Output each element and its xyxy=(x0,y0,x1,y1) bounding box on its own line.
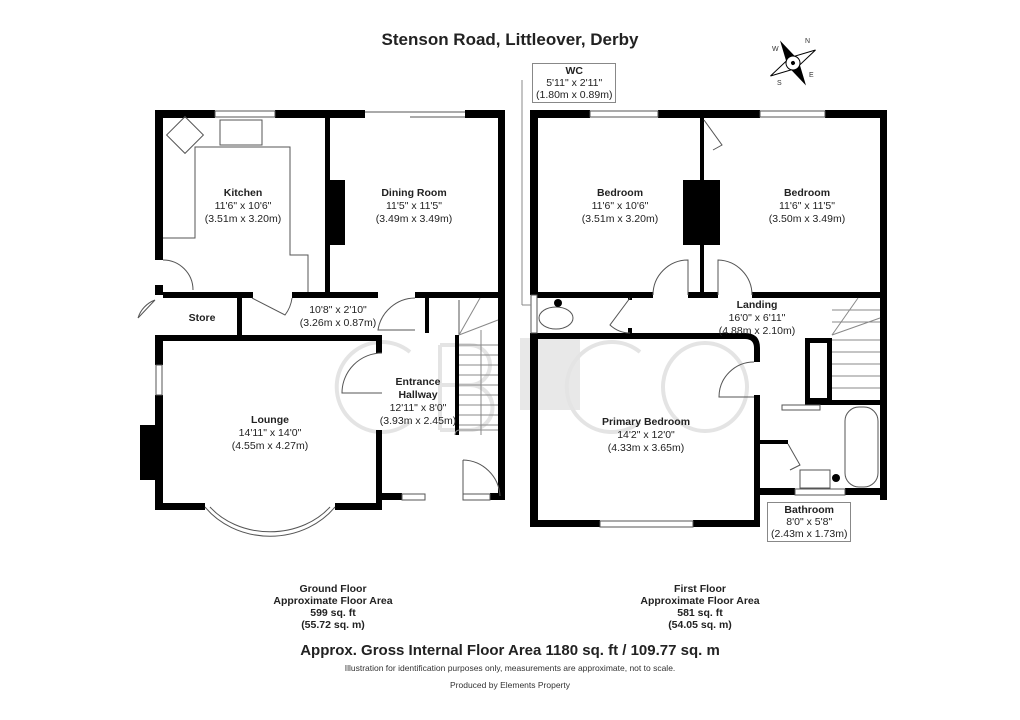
first-floor-walls xyxy=(530,110,887,527)
ground-floor-fittings xyxy=(137,110,501,537)
room-label-store: Store xyxy=(188,312,216,324)
compass-rose-icon xyxy=(770,40,816,86)
first-floor-fittings xyxy=(530,110,881,528)
credit: Produced by Elements Property xyxy=(449,680,571,690)
compass-label-n: N xyxy=(805,38,811,45)
disclaimer: Illustration for identification purposes… xyxy=(344,663,676,673)
room-label-passage: 10'8" x 2'10"(3.26m x 0.87m) xyxy=(299,304,377,329)
compass-label-w: W xyxy=(772,46,779,53)
plan-title: Stenson Road, Littleover, Derby xyxy=(381,30,639,49)
compass-label-s: S xyxy=(777,80,782,87)
ground-floor-walls xyxy=(140,110,505,510)
compass-label-e: E xyxy=(809,72,814,79)
gross-internal-area: Approx. Gross Internal Floor Area 1180 s… xyxy=(300,642,720,659)
